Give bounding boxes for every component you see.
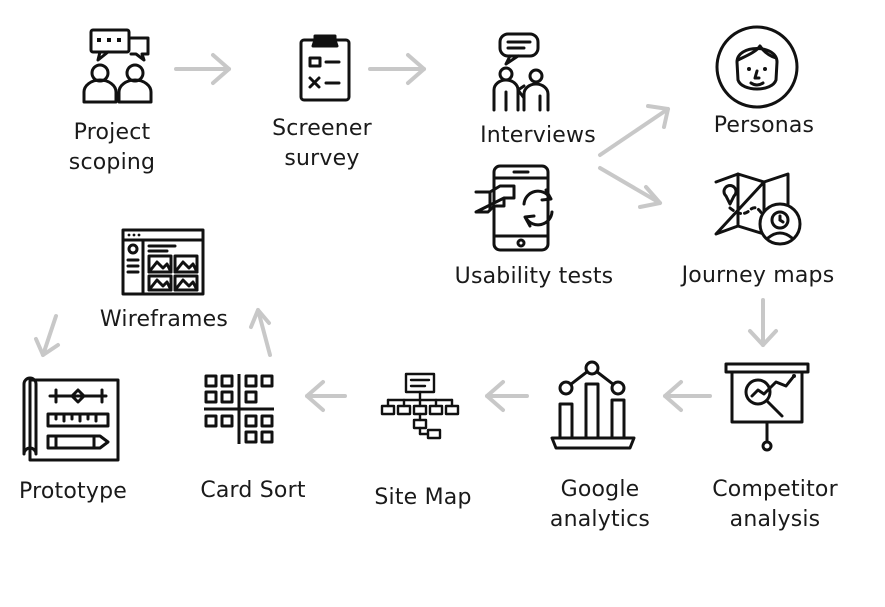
step-label-competitor-analysis: Competitor analysis — [712, 477, 838, 532]
arrow-sitemap-to-cardsort — [305, 380, 347, 412]
step-label-google-analytics: Google analytics — [549, 477, 651, 532]
step-label-card-sort: Card Sort — [200, 478, 306, 503]
arrow-interviews-to-journey-maps — [598, 166, 662, 209]
blueprint-ruler-icon — [22, 376, 120, 462]
clipboard-checklist-icon — [299, 34, 351, 102]
step-label-project-scoping: Project scoping — [68, 120, 156, 175]
step-label-usability-tests: Usability tests — [454, 264, 614, 289]
step-label-journey-maps: Journey maps — [681, 263, 835, 288]
sitemap-tree-icon — [380, 372, 460, 440]
discussion-people-icon — [82, 28, 153, 104]
step-label-prototype: Prototype — [19, 479, 127, 504]
step-label-screener-survey: Screener survey — [272, 116, 372, 171]
presentation-board-magnifier-icon — [724, 362, 810, 452]
arrow-wireframes-to-prototype — [34, 314, 60, 357]
step-label-personas: Personas — [713, 113, 815, 138]
arrow-screener-to-interviews — [368, 53, 426, 85]
arrow-cardsort-to-wireframes — [249, 308, 272, 357]
step-label-wireframes: Wireframes — [99, 307, 229, 332]
map-pin-icon — [714, 172, 802, 246]
card-grid-icon — [204, 374, 274, 444]
person-face-icon — [715, 25, 799, 109]
arrow-journey-to-competitor — [748, 298, 778, 347]
phone-tap-refresh-icon — [474, 164, 554, 252]
arrow-scoping-to-screener — [174, 53, 231, 85]
interview-people-icon — [492, 32, 550, 112]
step-label-interviews: Interviews — [480, 123, 596, 148]
arrow-interviews-to-personas — [598, 104, 670, 157]
bar-chart-trend-icon — [550, 360, 636, 450]
arrow-analytics-to-sitemap — [485, 380, 529, 412]
browser-wireframe-icon — [121, 228, 205, 296]
step-label-site-map: Site Map — [374, 485, 472, 510]
arrow-competitor-to-analytics — [663, 380, 712, 412]
